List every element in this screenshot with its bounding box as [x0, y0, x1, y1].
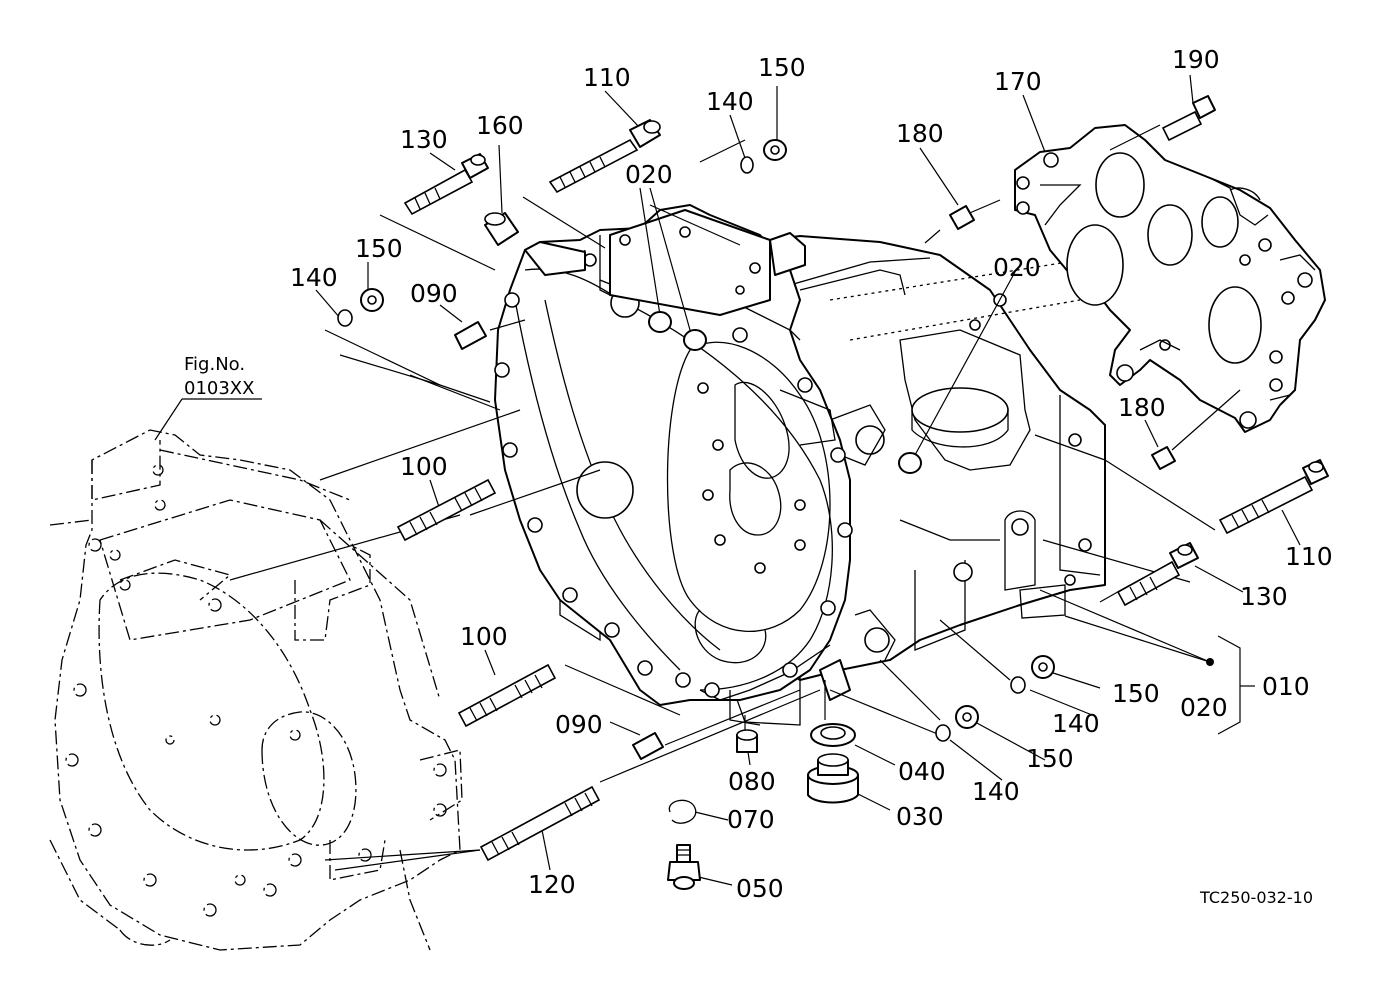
- callout-label: 150: [1026, 744, 1074, 773]
- callout-label: 110: [1285, 542, 1333, 571]
- callout-label: 190: [1172, 45, 1220, 74]
- callout-label: 110: [583, 63, 631, 92]
- bolt-190: [1161, 95, 1216, 142]
- drawing-code: TC250-032-10: [1199, 888, 1313, 907]
- drain-plug-030: [807, 753, 859, 804]
- callout-label: 140: [1052, 709, 1100, 738]
- callout-label: 130: [400, 125, 448, 154]
- dowel-090-upper: [454, 321, 487, 350]
- bolt-130-upper: [403, 153, 489, 216]
- callout-label: 130: [1240, 582, 1288, 611]
- hardware-parts: [337, 95, 1329, 890]
- washer-140-left: [337, 309, 353, 327]
- callout-label: 150: [1112, 679, 1160, 708]
- stud-120: [479, 785, 601, 862]
- circlip-070: [668, 799, 697, 824]
- washer-140-upper: [740, 156, 754, 174]
- callout-label: 180: [896, 119, 944, 148]
- dowel-180-upper: [949, 205, 975, 230]
- callout-label: 080: [728, 767, 776, 796]
- callout-label: 090: [555, 710, 603, 739]
- callout-label: 100: [400, 452, 448, 481]
- callout-label: 070: [727, 805, 775, 834]
- callout-labels: 110 150 140 160 130 020 170 190 180 150 …: [290, 45, 1333, 903]
- washer-140-right-upper: [1010, 676, 1026, 694]
- bolt-110-lower: [1218, 459, 1329, 535]
- callout-label: 010: [1262, 672, 1310, 701]
- callout-label: 150: [355, 234, 403, 263]
- pin-020-a: [648, 311, 672, 333]
- callout-label: 140: [706, 87, 754, 116]
- callout-label: 100: [460, 622, 508, 651]
- callout-label: 160: [476, 111, 524, 140]
- callout-label: 090: [410, 279, 458, 308]
- fig-ref-line1: Fig.No.: [184, 354, 245, 375]
- callout-label: 140: [290, 263, 338, 292]
- pin-020-b: [683, 329, 707, 351]
- reference-label: Fig.No. 0103XX: [184, 354, 254, 399]
- fig-ref-line2: 0103XX: [184, 378, 254, 399]
- dowel-090-lower: [632, 732, 664, 760]
- sensor-050: [667, 844, 701, 890]
- transmission-case: [494, 204, 1106, 726]
- callout-label: 030: [896, 802, 944, 831]
- callout-label: 020: [993, 253, 1041, 282]
- callout-label: 140: [972, 777, 1020, 806]
- callout-label: 150: [758, 53, 806, 82]
- callout-label: 050: [736, 874, 784, 903]
- callout-label: 170: [994, 67, 1042, 96]
- group-marker-dot: [1206, 658, 1214, 666]
- reference-housing: [49, 429, 463, 951]
- bolt-110-upper: [548, 119, 661, 194]
- callout-label: 120: [528, 870, 576, 899]
- washer-140-right-lower: [935, 724, 951, 742]
- dowel-180-lower: [1151, 446, 1176, 470]
- rear-bearing-plate: [1014, 124, 1326, 433]
- bolt-130-lower: [1116, 542, 1199, 607]
- pin-020-c: [898, 452, 922, 474]
- callout-label: 020: [1180, 693, 1228, 722]
- callout-label: 040: [898, 757, 946, 786]
- stud-100-lower: [457, 663, 557, 728]
- callout-label: 020: [625, 160, 673, 189]
- callout-label: 180: [1118, 393, 1166, 422]
- stud-100-upper: [396, 478, 497, 542]
